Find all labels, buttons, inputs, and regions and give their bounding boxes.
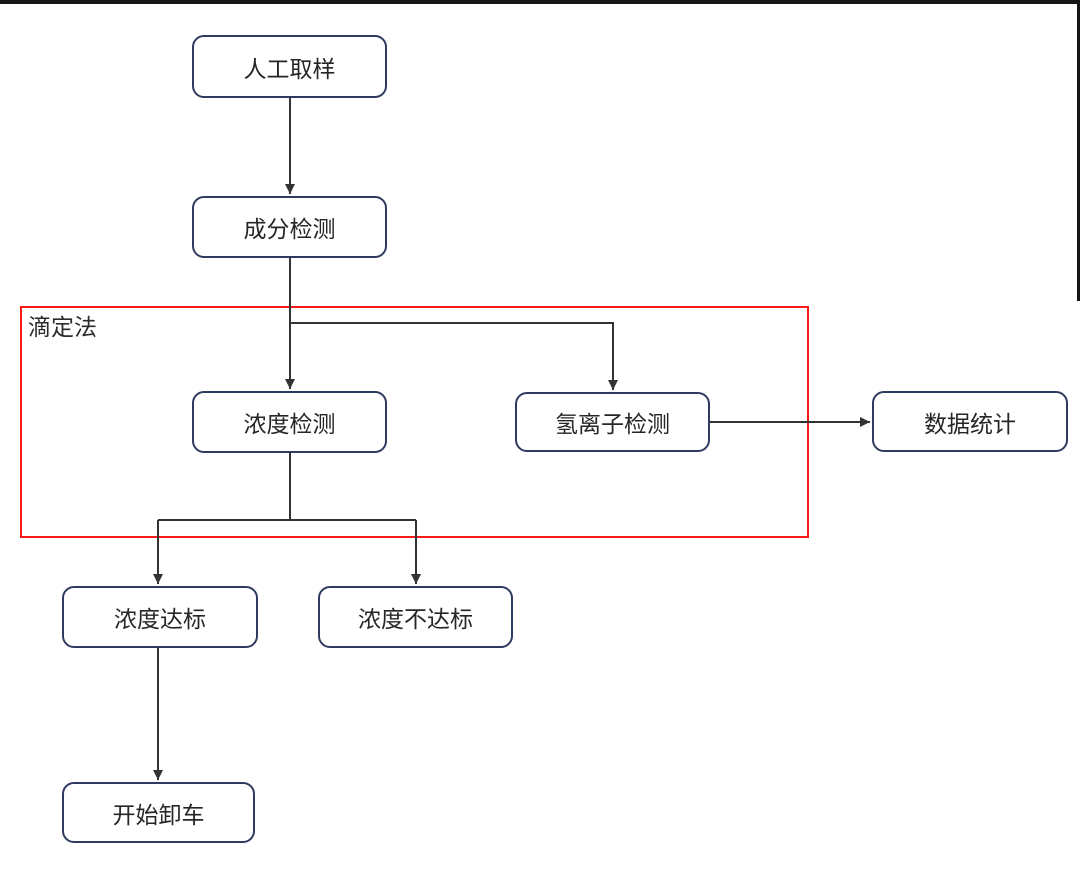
node-component-detection: 成分检测 (192, 196, 387, 258)
node-concentration-not-ok: 浓度不达标 (318, 586, 513, 648)
node-start-unloading: 开始卸车 (62, 782, 255, 843)
node-label: 成分检测 (243, 216, 336, 242)
node-label: 浓度达标 (114, 606, 206, 632)
group-label: 滴定法 (28, 314, 97, 340)
node-label: 氢离子检测 (555, 411, 670, 437)
node-label: 开始卸车 (112, 801, 205, 828)
top-frame-bar (0, 0, 1080, 4)
node-label: 人工取样 (243, 55, 336, 82)
node-manual-sampling: 人工取样 (192, 35, 387, 98)
node-data-statistics: 数据统计 (872, 391, 1068, 452)
node-label: 数据统计 (924, 410, 1016, 437)
node-concentration-detection: 浓度检测 (192, 391, 387, 453)
node-label: 浓度检测 (243, 411, 336, 437)
node-concentration-ok: 浓度达标 (62, 586, 258, 648)
node-label: 浓度不达标 (358, 606, 473, 632)
right-frame-bar (1077, 0, 1080, 301)
node-hydrogen-ion-detection: 氢离子检测 (515, 392, 710, 452)
